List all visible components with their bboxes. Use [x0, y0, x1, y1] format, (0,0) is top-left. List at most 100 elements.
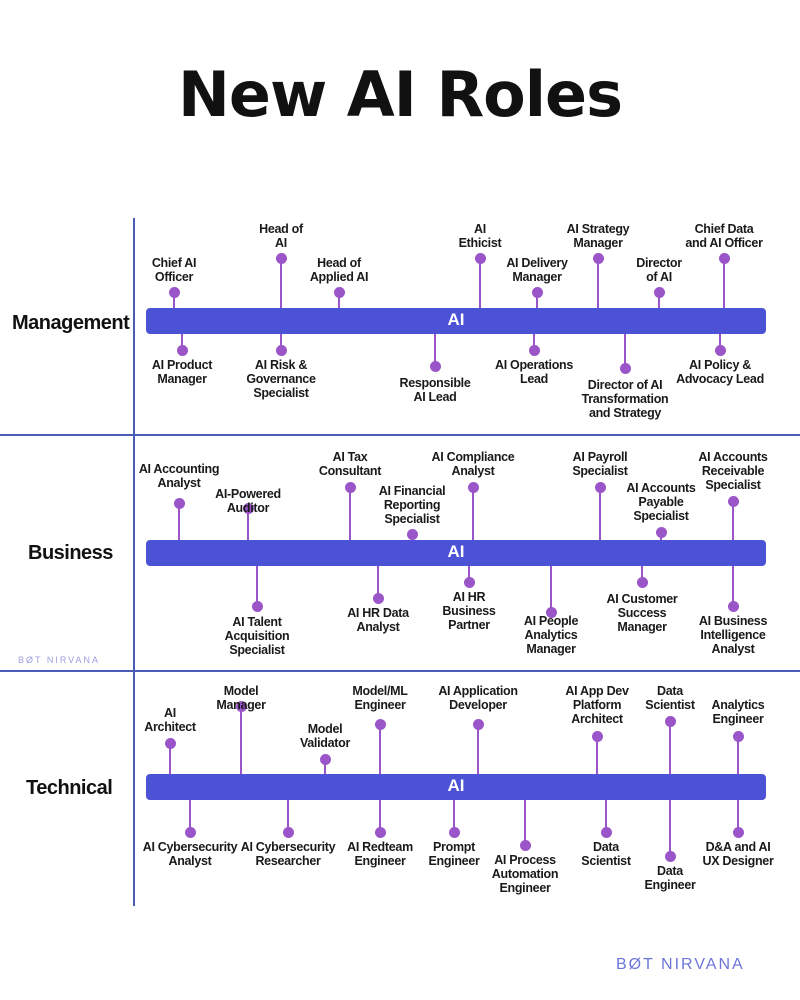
connector-stem [737, 800, 739, 832]
connector-stem [189, 800, 191, 832]
connector-stem [658, 292, 660, 308]
role-label-line: AI Lead [413, 390, 457, 404]
connector-stem [434, 334, 436, 366]
role-label-line: Manager [157, 372, 207, 386]
role-label-line: Intelligence [700, 628, 766, 642]
role-label-line: Data [657, 684, 683, 698]
page-title: New AI Roles [178, 58, 623, 131]
role-label-line: Director [636, 256, 682, 270]
connector-stem [596, 736, 598, 774]
role-label-line: AI Talent [232, 615, 282, 629]
connector-dot [664, 850, 676, 862]
role-label-line: Advocacy Lead [676, 372, 764, 386]
role-label-line: Payable [638, 495, 684, 509]
role-label-line: Data [657, 864, 683, 878]
connector-stem [669, 800, 671, 856]
role-label-line: Analyst [711, 642, 755, 656]
connector-stem [379, 724, 381, 774]
ai-bar: AI [146, 540, 766, 566]
connector-stem [169, 743, 171, 774]
role-label-line: UX Designer [702, 854, 774, 868]
role-label-line: AI People [523, 614, 579, 628]
brand-logo: BØT NIRVANA [616, 956, 745, 973]
connector-dot [344, 481, 356, 493]
role-label-line: Analytics [711, 698, 765, 712]
role-label-line: Consultant [318, 464, 382, 478]
role-label-line: D&A and AI [705, 840, 771, 854]
role-label-line: Model/ML [352, 684, 408, 698]
connector-stem [181, 334, 183, 350]
role-label-line: Engineer [428, 854, 480, 868]
connector-stem [624, 334, 626, 368]
connector-dot [732, 730, 744, 742]
connector-stem [737, 736, 739, 774]
connector-dot [164, 737, 176, 749]
role-label-line: Automation [491, 867, 559, 881]
section-divider [0, 670, 800, 672]
role-label-line: Architect [571, 712, 623, 726]
connector-dot [282, 826, 294, 838]
connector-dot [372, 592, 384, 604]
connector-stem [280, 334, 282, 350]
connector-dot [374, 826, 386, 838]
connector-dot [591, 730, 603, 742]
role-label-line: AI [474, 222, 486, 236]
role-label-line: Applied AI [309, 270, 369, 284]
connector-dot [528, 344, 540, 356]
role-label-line: Acquisition [224, 629, 290, 643]
role-label-line: AI [275, 236, 287, 250]
role-label-line: Manager [526, 642, 576, 656]
role-label-line: Model [223, 684, 259, 698]
role-label-line: and AI Officer [685, 236, 763, 250]
role-label-line: AI App Dev [565, 684, 629, 698]
role-label-line: Success [617, 606, 667, 620]
role-label-line: and Strategy [588, 406, 662, 420]
category-label-technical: Technical [26, 777, 113, 799]
role-label-line: Researcher [255, 854, 321, 868]
connector-dot [474, 252, 486, 264]
role-label-line: AI Customer [606, 592, 678, 606]
role-label-line: Officer [154, 270, 194, 284]
role-label-line: AI-Powered [215, 487, 281, 501]
connector-stem [479, 258, 481, 308]
connector-stem [550, 566, 552, 612]
role-label-line: AI Payroll [572, 450, 628, 464]
role-label-line: Head of [259, 222, 303, 236]
role-label-line: Manager [216, 698, 266, 712]
ai-bar-label: AI [447, 310, 465, 329]
role-label-line: AI Delivery [506, 256, 568, 270]
connector-stem [536, 292, 538, 308]
connector-stem [379, 800, 381, 832]
connector-dot [472, 718, 484, 730]
role-label-line: Specialist [253, 386, 309, 400]
connector-stem [178, 503, 180, 540]
role-label-line: Head of [317, 256, 361, 270]
connector-dot [333, 286, 345, 298]
connector-dot [275, 252, 287, 264]
role-label-line: Lead [520, 372, 548, 386]
role-label-line: Governance [246, 372, 316, 386]
role-label-line: Director of AI [587, 378, 663, 392]
connector-stem [597, 258, 599, 308]
connector-stem [477, 724, 479, 774]
connector-dot [655, 526, 667, 538]
